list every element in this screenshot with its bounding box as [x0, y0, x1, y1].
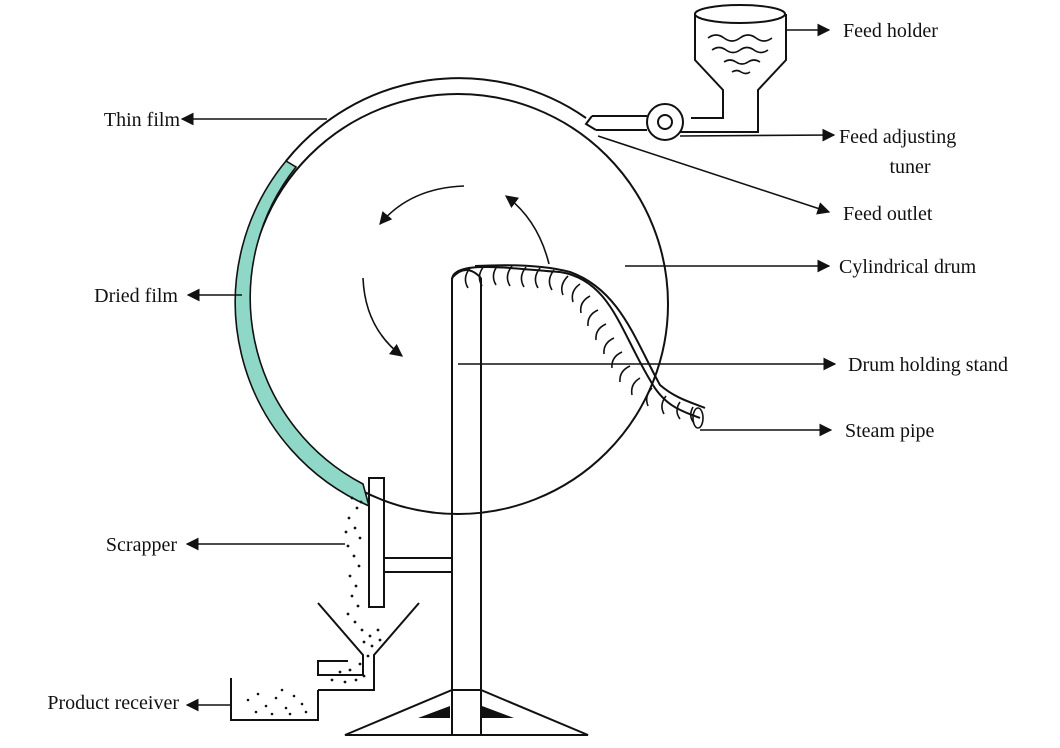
scrapper — [368, 477, 452, 608]
label-thin-film: Thin film — [104, 109, 181, 131]
collection-funnel — [317, 602, 420, 691]
stand-base — [344, 689, 589, 736]
product-receiver — [230, 678, 319, 721]
leader-lines — [180, 23, 837, 712]
feed-system — [584, 4, 787, 141]
label-feed-adjusting-tuner-line1: Feed adjusting — [839, 126, 956, 148]
label-feed-adjusting-tuner-line2: tuner — [889, 156, 930, 178]
rotation-arrows — [362, 185, 550, 357]
feed-adjusting-tuner — [646, 103, 684, 141]
drum-holding-stand — [451, 269, 482, 735]
thin-film-arc — [285, 77, 587, 162]
steam-pipe — [451, 264, 706, 429]
label-feed-outlet: Feed outlet — [843, 203, 933, 225]
label-drum-holding-stand: Drum holding stand — [848, 354, 1008, 376]
label-cylindrical-drum: Cylindrical drum — [839, 256, 977, 278]
falling-particles — [330, 496, 382, 684]
steam-pipe-coils — [464, 264, 695, 424]
label-feed-holder: Feed holder — [843, 20, 938, 42]
label-scrapper: Scrapper — [106, 534, 177, 556]
label-steam-pipe: Steam pipe — [845, 420, 935, 442]
label-dried-film: Dried film — [94, 285, 178, 307]
label-product-receiver: Product receiver — [47, 692, 179, 714]
